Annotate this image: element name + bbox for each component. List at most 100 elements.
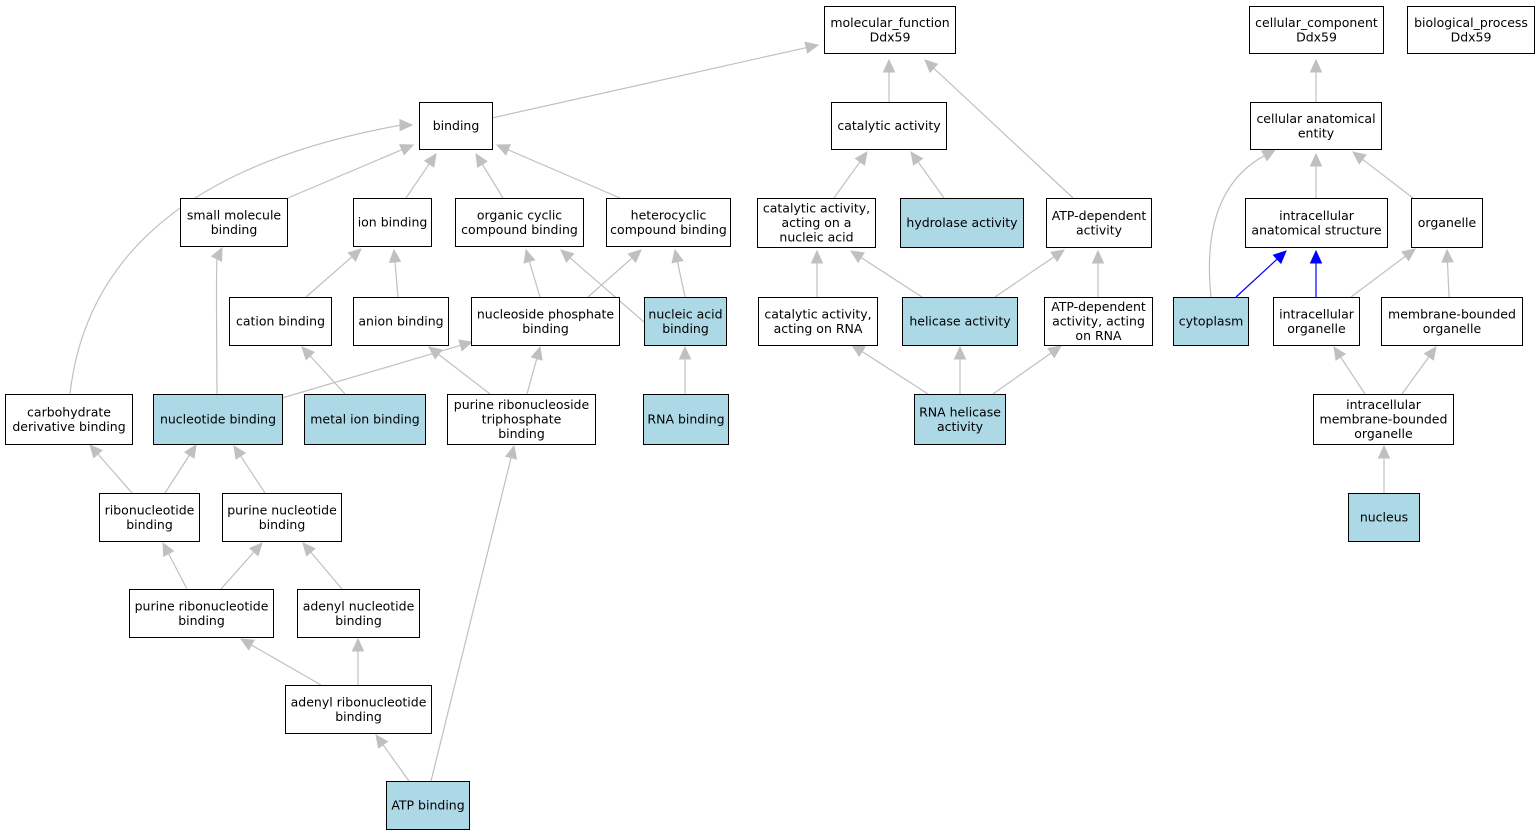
- node-cationb[interactable]: cation binding: [229, 297, 332, 346]
- node-box[interactable]: [1046, 198, 1152, 248]
- node-nucleus[interactable]: nucleus: [1348, 493, 1420, 542]
- edge-line: [676, 260, 686, 298]
- node-box[interactable]: [353, 198, 432, 247]
- node-carna[interactable]: catalytic activity,acting on RNA: [758, 297, 878, 346]
- node-box[interactable]: [824, 6, 956, 54]
- node-box[interactable]: [455, 198, 584, 247]
- node-box[interactable]: [297, 589, 420, 638]
- node-box[interactable]: [386, 781, 470, 830]
- node-rnab[interactable]: RNA binding: [643, 394, 729, 445]
- edge-icorg-to-ias: [1309, 249, 1323, 297]
- node-box[interactable]: [1245, 198, 1388, 248]
- node-anionb[interactable]: anion binding: [353, 297, 449, 346]
- edge-helicase-to-atpdep: [994, 249, 1065, 298]
- edge-arrowhead: [1050, 249, 1065, 263]
- node-box[interactable]: [222, 493, 342, 542]
- edge-arrowhead: [1309, 249, 1323, 264]
- edge-arrowhead: [233, 444, 247, 460]
- edge-cana-to-catalytic: [833, 151, 868, 199]
- node-catalytic[interactable]: catalytic activity: [831, 102, 947, 150]
- edge-imbo-to-mbo: [1401, 346, 1437, 395]
- node-mib[interactable]: metal ion binding: [304, 394, 426, 445]
- node-box[interactable]: [99, 493, 200, 542]
- node-box[interactable]: [1250, 102, 1382, 150]
- node-box[interactable]: [1348, 493, 1420, 542]
- node-box[interactable]: [914, 394, 1006, 445]
- node-helicase[interactable]: helicase activity: [902, 297, 1018, 346]
- node-box[interactable]: [1407, 6, 1535, 54]
- node-cytoplasm[interactable]: cytoplasm: [1173, 297, 1249, 346]
- node-box[interactable]: [900, 198, 1024, 248]
- node-box[interactable]: [1313, 394, 1454, 445]
- node-box[interactable]: [758, 297, 878, 346]
- node-box[interactable]: [471, 297, 620, 346]
- edge-nucleus-to-imbo: [1377, 444, 1391, 493]
- node-box[interactable]: [644, 297, 727, 346]
- node-box[interactable]: [1173, 297, 1249, 346]
- edge-line: [833, 160, 862, 199]
- node-label-line: catalytic activity: [837, 118, 941, 133]
- node-nucb[interactable]: nucleotide binding: [153, 394, 283, 445]
- edge-arrowhead: [347, 248, 362, 262]
- node-box[interactable]: [1044, 297, 1153, 346]
- node-box[interactable]: [1411, 198, 1483, 248]
- edge-line: [405, 162, 431, 199]
- edge-cytoplasm-to-ias: [1235, 250, 1287, 298]
- node-box[interactable]: [1249, 6, 1384, 54]
- node-box[interactable]: [419, 102, 493, 150]
- node-box[interactable]: [757, 198, 876, 248]
- edge-arrowhead: [302, 542, 316, 557]
- node-box[interactable]: [153, 394, 283, 445]
- node-box[interactable]: [353, 297, 449, 346]
- node-box[interactable]: [831, 102, 947, 150]
- edge-arrowhead: [1047, 345, 1062, 359]
- node-box[interactable]: [1381, 297, 1523, 346]
- node-box[interactable]: [902, 297, 1018, 346]
- node-label-line: cellular anatomical: [1256, 111, 1375, 126]
- node-box[interactable]: [5, 394, 133, 445]
- node-box[interactable]: [1273, 297, 1360, 346]
- node-binding[interactable]: binding: [419, 102, 493, 150]
- node-label-line: binding: [662, 321, 709, 336]
- node-organelle[interactable]: organelle: [1411, 198, 1483, 248]
- node-box[interactable]: [606, 198, 731, 247]
- edge-line: [526, 357, 538, 395]
- node-box[interactable]: [643, 394, 729, 445]
- node-box[interactable]: [229, 297, 332, 346]
- node-atpb[interactable]: ATP binding: [386, 781, 470, 830]
- node-box[interactable]: [129, 589, 274, 638]
- node-box[interactable]: [285, 685, 432, 734]
- node-ionb[interactable]: ion binding: [353, 198, 432, 247]
- node-box[interactable]: [447, 394, 596, 445]
- node-box[interactable]: [304, 394, 426, 445]
- node-label-line: purine nucleotide: [227, 502, 337, 517]
- node-hydrolase[interactable]: hydrolase activity: [900, 198, 1024, 248]
- node-box[interactable]: [180, 198, 288, 247]
- node-label-line: acting on a: [782, 215, 852, 230]
- edge-anb-to-pnb: [302, 542, 343, 590]
